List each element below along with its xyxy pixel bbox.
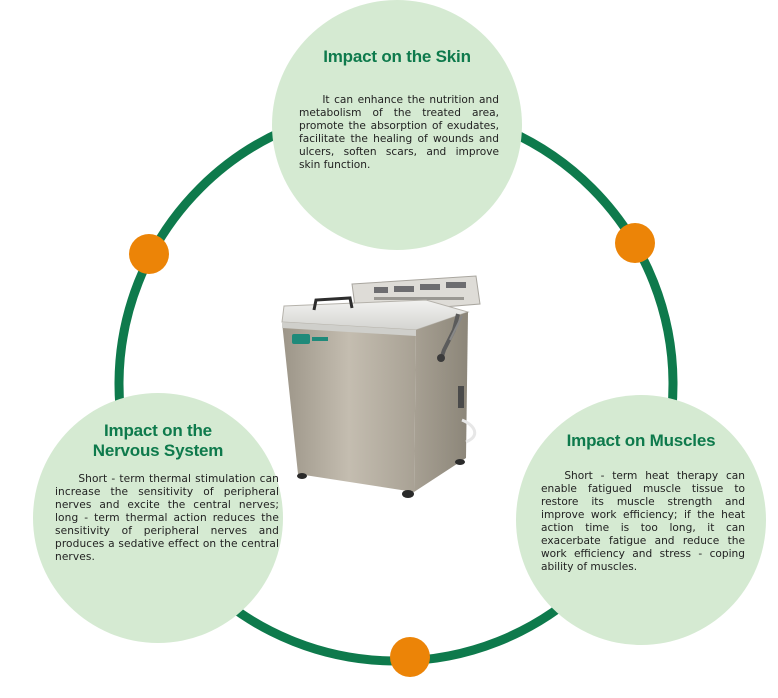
nervous-system-title-line1: Impact on the bbox=[104, 421, 212, 440]
connector-node-bottom bbox=[390, 637, 430, 677]
nervous-system-description: Short - term thermal stimulation can inc… bbox=[55, 473, 279, 563]
muscles-title: Impact on Muscles bbox=[566, 431, 716, 450]
connector-node-right bbox=[615, 223, 655, 263]
skin-description: It can enhance the nutrition and metabol… bbox=[299, 94, 499, 171]
nervous-system-title-line2: Nervous System bbox=[92, 441, 224, 460]
connector-node-left bbox=[129, 234, 169, 274]
muscles-description: Short - term heat therapy can enable fat… bbox=[541, 470, 745, 573]
nervous-system-title: Impact on the Nervous System bbox=[33, 421, 283, 461]
paraffin-wax-therapy-machine-icon bbox=[281, 275, 481, 498]
skin-bubble: Impact on the Skin It can enhance the nu… bbox=[272, 0, 522, 250]
nervous-system-bubble: Impact on the Nervous System Short - ter… bbox=[33, 393, 283, 643]
skin-title: Impact on the Skin bbox=[323, 47, 471, 66]
muscles-bubble: Impact on Muscles Short - term heat ther… bbox=[516, 395, 766, 645]
